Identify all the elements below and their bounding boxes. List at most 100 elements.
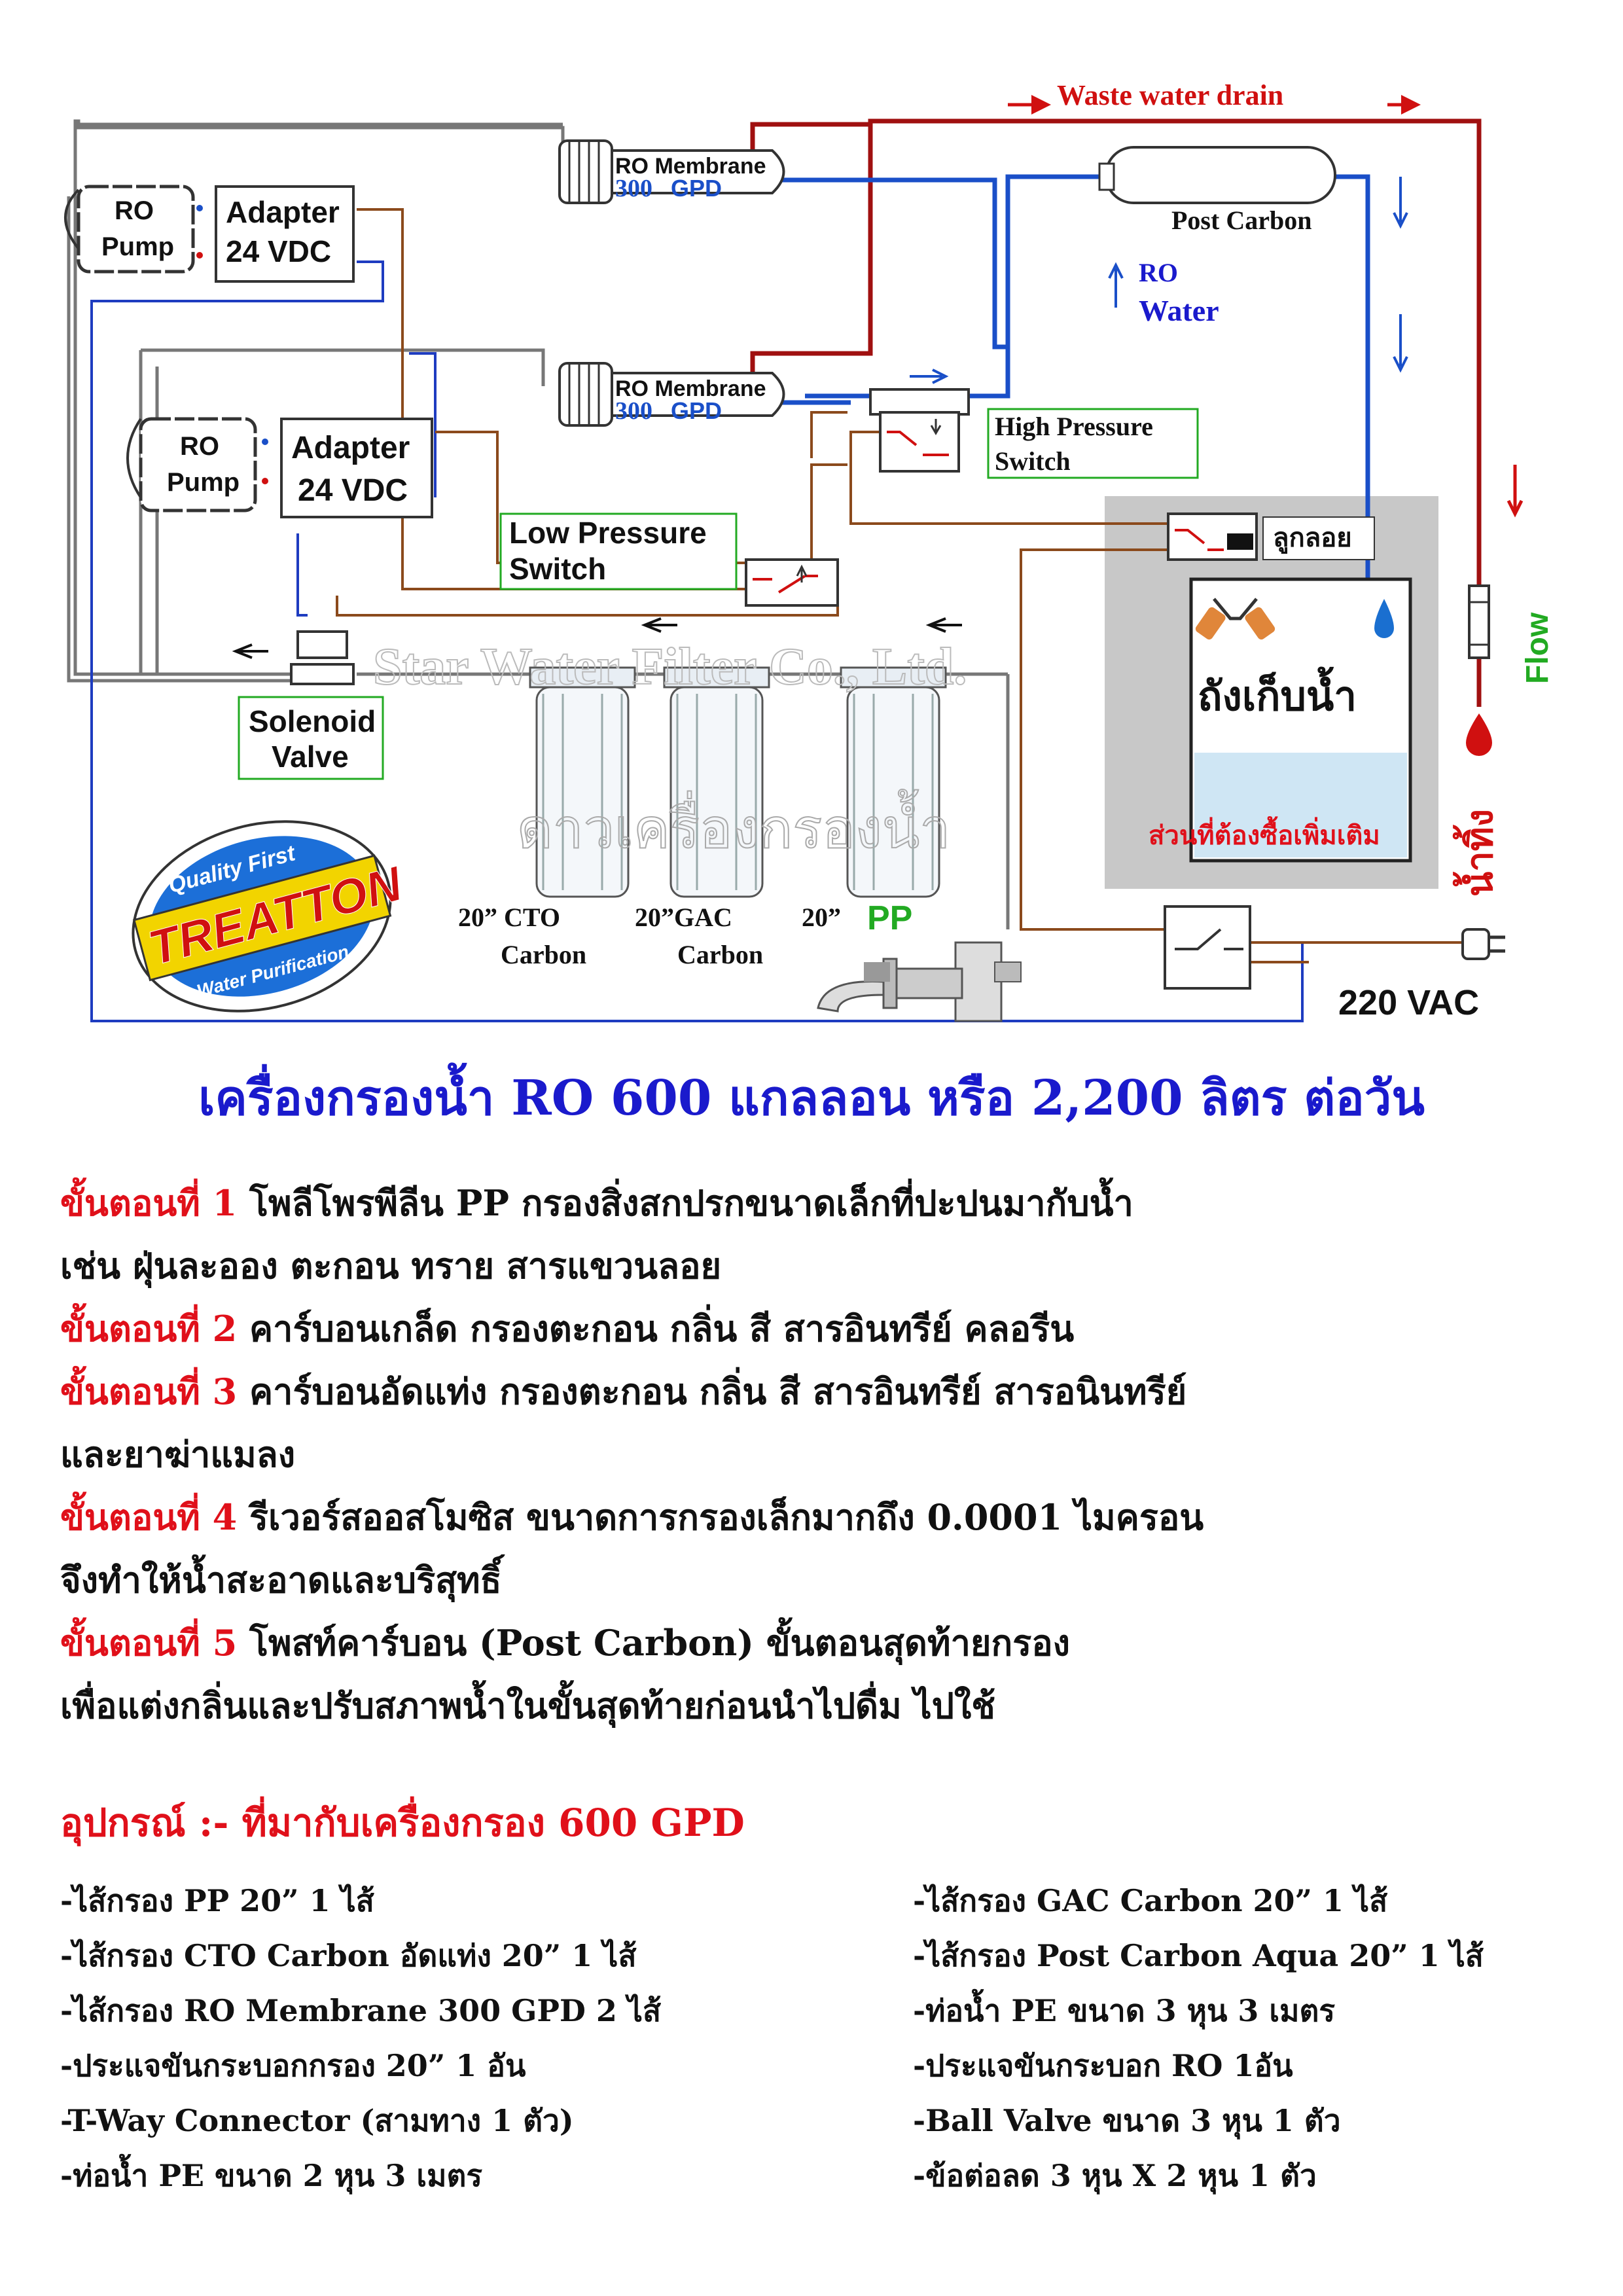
- flow-arrow-right: [910, 368, 949, 384]
- equipment-item: -ท่อน้ำ PE ขนาด 3 หุน 3 เมตร: [913, 1993, 1336, 2028]
- equipment-item: -ไส้กรอง Post Carbon Aqua 20” 1 ไส้: [913, 1938, 1484, 1973]
- watermark-english: Star Water Filter Co., Ltd.: [373, 638, 967, 696]
- step-4: ขั้นตอนที่ 4 รีเวอร์สออสโมซิส ขนาดการกรอ…: [60, 1486, 1592, 1549]
- step-1: ขั้นตอนที่ 1 โพลีโพรพีลีน PP กรองสิ่งสกป…: [60, 1172, 1592, 1234]
- equipment-item: -ประแจขันกระบอก RO 1อัน: [913, 2048, 1293, 2083]
- equipment-item: -ไส้กรอง RO Membrane 300 GPD 2 ไส้: [60, 1993, 662, 2028]
- adapter-2: Adapter 24 VDC: [280, 418, 433, 518]
- adapter-1-label-1: Adapter: [226, 195, 340, 229]
- ro-pump-1: RO Pump: [64, 185, 203, 274]
- ro-pump-2-label-2: Pump: [167, 468, 240, 497]
- step-3-text: คาร์บอนอัดแท่ง กรองตะกอน กลิ่น สี สารอิน…: [237, 1371, 1187, 1412]
- vac-label: 220 VAC: [1338, 983, 1479, 1022]
- equipment-item: -ไส้กรอง CTO Carbon อัดแท่ง 20” 1 ไส้: [60, 1938, 637, 1973]
- equipment-list-right: -ไส้กรอง GAC Carbon 20” 1 ไส้ -ไส้กรอง P…: [913, 1873, 1484, 2203]
- adapter-2-label-1: Adapter: [291, 431, 410, 465]
- ro-water-pipe: [740, 174, 1370, 589]
- housing-gac: [663, 666, 770, 898]
- ro-membrane-1: RO Membrane 300 GPD: [558, 139, 785, 204]
- adapter-2-label-2: 24 VDC: [298, 473, 408, 508]
- step-5: ขั้นตอนที่ 5 โพสท์คาร์บอน (Post Carbon) …: [60, 1611, 1592, 1674]
- filter-steps: ขั้นตอนที่ 1 โพลีโพรพีลีน PP กรองสิ่งสกป…: [60, 1172, 1592, 1737]
- gac-label-1: 20”GAC: [635, 903, 732, 932]
- flow-label: Flow: [1520, 612, 1555, 684]
- ro-system-diagram: Waste water drain RO Membrane 300 GPD RO…: [64, 79, 1555, 1022]
- ro-membrane-1-capacity: 300: [615, 175, 652, 202]
- equipment-item: -ประแจขันกระบอกกรอง 20” 1 อัน: [60, 2048, 526, 2083]
- high-pressure-switch: High Pressure Switch: [869, 388, 1199, 479]
- step-4-text: รีเวอร์สออสโมซิส ขนาดการกรองเล็กมากถึง 0…: [237, 1496, 1204, 1538]
- step-5-text: โพสท์คาร์บอน (Post Carbon) ขั้นตอนสุดท้า…: [237, 1622, 1071, 1664]
- step-4-cont: จึงทำให้น้ำสะอาดและบริสุทธิ์: [60, 1559, 502, 1601]
- power-switch: [1164, 905, 1251, 990]
- tank-label: ถังเก็บน้ำ: [1198, 666, 1357, 719]
- equipment-item: -T-Way Connector (สามทาง 1 ตัว): [60, 2103, 574, 2138]
- inlet-faucet: [817, 941, 1022, 1022]
- step-2-text: คาร์บอนเกล็ด กรองตะกอน กลิ่น สี สารอินทร…: [237, 1308, 1075, 1350]
- equipment-item: -ข้อต่อลด 3 หุน X 2 หุน 1 ตัว: [913, 2158, 1317, 2193]
- waste-water-drop: [1466, 713, 1492, 756]
- ro-water-label-1: RO: [1139, 258, 1178, 287]
- step-3-label: ขั้นตอนที่ 3: [60, 1371, 238, 1412]
- flow-arrow-left-2: [925, 617, 962, 633]
- equipment-item: -ท่อน้ำ PE ขนาด 2 หุน 3 เมตร: [60, 2158, 483, 2193]
- equipment-item: -Ball Valve ขนาด 3 หุน 1 ตัว: [913, 2103, 1341, 2138]
- equipment-title: อุปกรณ์ :- ที่มากับเครื่องกรอง 600 GPD: [60, 1801, 745, 1845]
- watermark-thai: ดาวเครื่องกรองน้ำ: [517, 789, 950, 861]
- step-1-cont: เช่น ฝุ่นละออง ตะกอน ทราย สารแขวนลอย: [60, 1245, 722, 1287]
- treatton-logo: TREATTON Quality First Water Purificatio…: [132, 820, 408, 1013]
- waste-drain-label: Waste water drain: [1057, 79, 1283, 111]
- flow-arrow-left-1: [641, 617, 677, 633]
- low-pressure-switch: Low Pressure Switch: [499, 512, 839, 607]
- housing-pp: [840, 666, 947, 898]
- pp-size-label: 20”: [802, 903, 841, 932]
- flow-restrictor: [1468, 584, 1490, 659]
- post-carbon-label: Post Carbon: [1171, 206, 1311, 235]
- equipment-item: -ไส้กรอง PP 20” 1 ไส้: [60, 1883, 374, 1918]
- low-pressure-label-2: Switch: [509, 552, 606, 586]
- ro-pump-2: RO Pump: [126, 417, 268, 512]
- step-2-label: ขั้นตอนที่ 2: [60, 1308, 238, 1350]
- storage-tank: ถังเก็บน้ำ: [1189, 577, 1412, 863]
- adapter-1-label-2: 24 VDC: [226, 234, 331, 268]
- equipment-list-left: -ไส้กรอง PP 20” 1 ไส้ -ไส้กรอง CTO Carbo…: [60, 1873, 661, 2203]
- step-5-cont: เพื่อแต่งกลิ่นและปรับสภาพน้ำในขั้นสุดท้า…: [60, 1685, 995, 1727]
- step-4-label: ขั้นตอนที่ 4: [60, 1496, 238, 1538]
- step-1-text: โพลีโพรพีลีน PP กรองสิ่งสกปรกขนาดเล็กที่…: [237, 1182, 1133, 1224]
- step-5-label: ขั้นตอนที่ 5: [60, 1622, 238, 1664]
- step-2: ขั้นตอนที่ 2 คาร์บอนเกล็ด กรองตะกอน กลิ่…: [60, 1297, 1592, 1360]
- low-pressure-label-1: Low Pressure: [509, 516, 707, 550]
- cto-label-1: 20” CTO: [458, 903, 560, 932]
- buy-extra-label: ส่วนที่ต้องซื้อเพิ่มเติม: [1149, 816, 1380, 850]
- pp-label: PP: [867, 899, 912, 937]
- ro-water-up-arrow: [1108, 262, 1124, 308]
- ro-pump-2-label-1: RO: [180, 432, 219, 461]
- power-plug: [1461, 928, 1505, 960]
- ro-membrane-2: RO Membrane 300 GPD: [558, 362, 785, 427]
- flow-down-arrow: [1507, 465, 1524, 518]
- down-arrow-1: [1393, 177, 1408, 229]
- equipment-item: -ไส้กรอง GAC Carbon 20” 1 ไส้: [913, 1883, 1388, 1918]
- ro-pump-1-label-2: Pump: [101, 232, 174, 261]
- solenoid-valve: Solenoid Valve: [232, 630, 384, 780]
- float-switch: ลูกลอย: [1167, 512, 1375, 561]
- ro-membrane-2-capacity: 300: [615, 397, 652, 425]
- step-1-label: ขั้นตอนที่ 1: [60, 1182, 238, 1224]
- housing-cto: [529, 666, 636, 898]
- step-3-cont: และยาฆ่าแมลง: [60, 1433, 296, 1475]
- waste-vertical-label: น้ำทิ้ง: [1453, 809, 1500, 897]
- adapter-1: Adapter 24 VDC: [215, 185, 355, 283]
- step-3: ขั้นตอนที่ 3 คาร์บอนอัดแท่ง กรองตะกอน กล…: [60, 1360, 1592, 1423]
- ro-pump-1-label-1: RO: [115, 196, 154, 225]
- ro-water-label-2: Water: [1139, 294, 1219, 327]
- ro-membrane-1-unit: GPD: [671, 175, 722, 202]
- solenoid-label-1: Solenoid: [249, 704, 376, 738]
- float-label: ลูกลอย: [1273, 524, 1352, 554]
- ro-membrane-1-label: RO Membrane: [615, 154, 766, 179]
- solenoid-label-2: Valve: [272, 740, 349, 774]
- high-pressure-label-1: High Pressure: [995, 412, 1153, 441]
- down-arrow-2: [1393, 314, 1408, 373]
- ro-membrane-2-unit: GPD: [671, 397, 722, 424]
- cto-label-2: Carbon: [501, 940, 586, 969]
- ro-membrane-2-label: RO Membrane: [615, 376, 766, 401]
